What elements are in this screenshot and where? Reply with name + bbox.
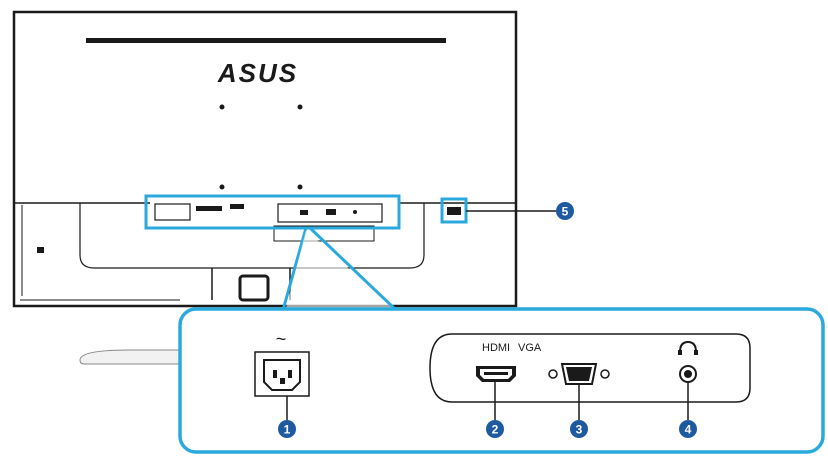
small-io-port-bay	[277, 203, 383, 223]
vga-screw-right	[600, 369, 610, 379]
ac-power-inlet: ~	[254, 329, 310, 397]
hdmi-port-pins	[484, 372, 508, 375]
callout-4: 4	[679, 420, 697, 438]
zoom-connector-fill	[286, 230, 392, 308]
vga-port-shell	[560, 363, 598, 385]
headphone-icon-ear	[678, 350, 682, 355]
headphone-icon-ear	[694, 350, 698, 355]
vga-port-pins	[566, 367, 592, 381]
vga-port	[548, 363, 610, 385]
ac-pin	[273, 370, 277, 378]
headphone-jack-inner	[684, 370, 692, 378]
control-button-icon	[447, 207, 461, 215]
callout-1-number: 1	[284, 423, 291, 437]
kensington-lock-icon	[37, 247, 44, 253]
monitor-frame	[12, 10, 518, 308]
stand-base	[79, 349, 183, 365]
stand-neck	[211, 268, 291, 300]
callout-2: 2	[486, 420, 504, 438]
vga-screw-left	[548, 369, 558, 379]
hdmi-label: HDMI	[482, 342, 510, 354]
asus-logo: ASUS	[217, 58, 298, 88]
vesa-hole	[297, 104, 303, 110]
small-audio-port	[353, 210, 357, 214]
ac-symbol: ~	[276, 329, 287, 349]
callout-2-badge	[486, 420, 504, 438]
callout-3: 3	[570, 420, 588, 438]
small-label-strip	[196, 206, 222, 211]
ac-socket-shape	[263, 359, 301, 391]
callout-4-number: 4	[685, 423, 692, 437]
stand-clip	[238, 274, 270, 302]
highlight-io-area	[144, 194, 401, 230]
vesa-hole	[219, 104, 225, 110]
callout-3-badge	[570, 420, 588, 438]
callout-1-badge	[278, 420, 296, 438]
callout-4-badge	[679, 420, 697, 438]
vesa-hole	[219, 184, 225, 190]
io-bay	[429, 333, 751, 403]
ac-pin-ground	[280, 378, 285, 384]
callout-5: 5	[556, 202, 574, 220]
callout-2-number: 2	[492, 423, 499, 437]
hdmi-port	[476, 366, 516, 382]
small-vga-port	[326, 209, 336, 215]
callout-3-number: 3	[576, 423, 583, 437]
small-label-strip	[230, 204, 244, 209]
monitor-top-edge	[86, 38, 446, 43]
monitor-back: ASUS	[12, 10, 518, 365]
vesa-hole	[297, 184, 303, 190]
zoom-connector	[281, 226, 398, 312]
small-hdmi-port	[300, 210, 308, 215]
small-power-port	[154, 203, 191, 221]
center-recess	[79, 203, 425, 269]
callout-5-badge	[556, 202, 574, 220]
vga-label: VGA	[518, 342, 542, 354]
callout-1: 1	[278, 420, 296, 438]
callout-5-number: 5	[562, 205, 569, 219]
headphone-icon	[679, 340, 697, 353]
ac-pin	[288, 370, 292, 378]
